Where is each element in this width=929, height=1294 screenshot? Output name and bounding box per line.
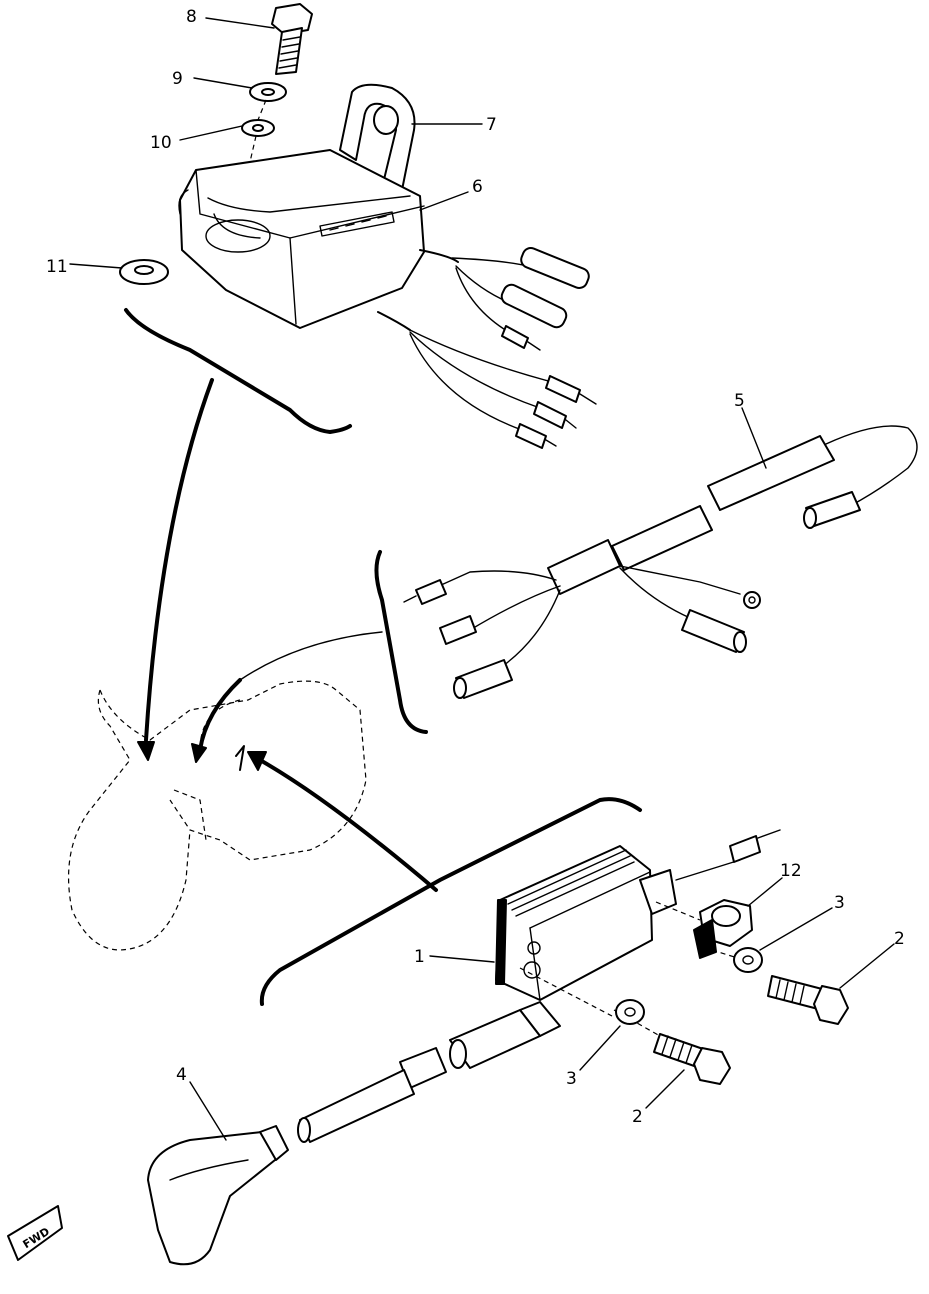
label-5: 5	[734, 391, 745, 411]
label-3-upper: 3	[834, 893, 845, 913]
label-2-lower: 2	[632, 1107, 643, 1127]
fwd-arrow: FWD	[7, 1205, 63, 1261]
cdi-callout-bracket	[124, 308, 352, 435]
cdi-location-arrow	[144, 378, 214, 742]
label-1: 1	[414, 947, 425, 967]
washer-3-lower	[615, 999, 645, 1025]
label-9: 9	[172, 69, 183, 89]
coil-location-arrow	[258, 758, 438, 892]
washer-10	[241, 119, 275, 137]
wire-harness-5	[403, 425, 918, 699]
ignition-coil-1	[495, 829, 781, 1037]
label-11: 11	[46, 257, 68, 277]
label-6: 6	[472, 177, 483, 197]
cdi-wire-leads	[377, 247, 597, 449]
washer-9	[249, 82, 287, 102]
label-12: 12	[780, 861, 802, 881]
motorcycle-outline	[67, 680, 367, 951]
high-tension-lead	[297, 1009, 541, 1143]
spark-plug-cap-4	[147, 1125, 289, 1266]
washer-3-upper	[733, 947, 763, 973]
harness-location-arrow	[198, 678, 242, 752]
label-10: 10	[150, 133, 172, 153]
leader-lines	[69, 17, 895, 1141]
label-3-lower: 3	[566, 1069, 577, 1089]
label-2-upper: 2	[894, 929, 905, 949]
harness-callout-bracket	[374, 550, 428, 734]
bolt-2-lower	[653, 1033, 731, 1085]
cdi-unit-6	[178, 149, 425, 329]
label-8: 8	[186, 7, 197, 27]
coil-callout-bracket	[259, 797, 642, 1006]
bolt-8	[271, 3, 313, 75]
bracket-7	[339, 83, 416, 197]
condenser-12	[693, 899, 753, 959]
part-number-labels: 8 9 10 11 7 6 5 1 12 3 2 3 2 4	[46, 7, 905, 1127]
grommet-11	[119, 259, 169, 285]
label-7: 7	[486, 115, 497, 135]
bolt-2-upper	[767, 975, 849, 1025]
label-4: 4	[176, 1065, 187, 1085]
